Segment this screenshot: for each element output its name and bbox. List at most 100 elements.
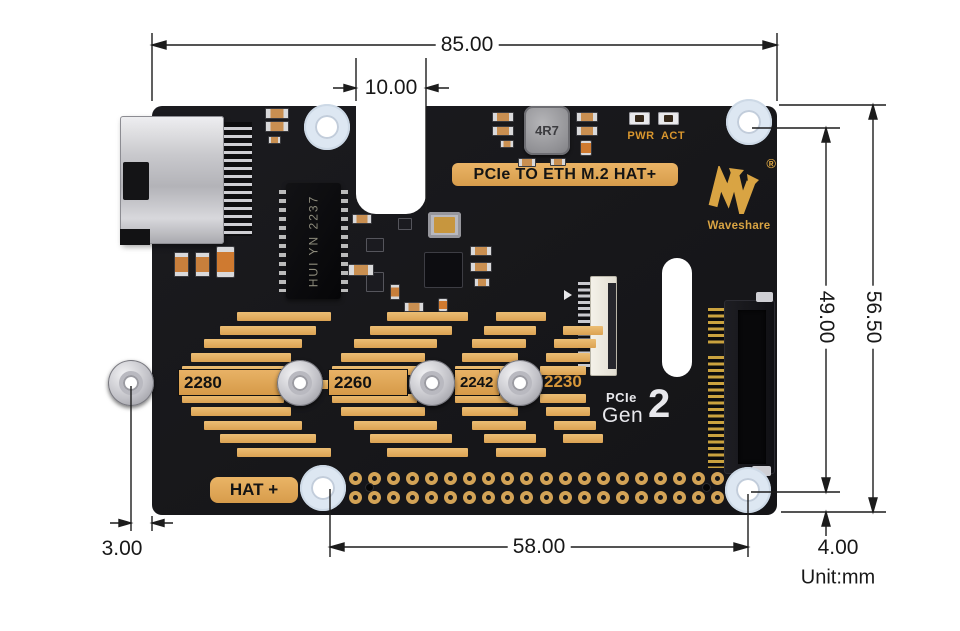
pwr-led-label: PWR — [627, 130, 655, 142]
m2-shield-tab-top — [756, 292, 773, 302]
m2-connector-slot — [738, 310, 766, 464]
gold-stripe — [204, 420, 302, 430]
pcb-board: HUI YN 2237 4R7 PWR ACT PCIe TO ETH M.2 … — [108, 92, 778, 515]
gpio-hole — [711, 471, 725, 485]
dim-label-height: 56.50 — [861, 285, 885, 349]
standoff-2242 — [409, 360, 455, 406]
smd-component — [474, 278, 490, 287]
mounting-hole-bottom-left — [300, 465, 346, 511]
board-oval-cutout — [662, 258, 692, 377]
gpio-hole — [405, 490, 419, 504]
dim-4 — [821, 509, 831, 538]
gpio-hole — [539, 471, 553, 485]
gold-stripe — [540, 366, 587, 376]
smd-component — [470, 246, 492, 256]
gold-stripe — [237, 448, 331, 457]
power-inductor: 4R7 — [524, 106, 570, 155]
gpio-hole — [520, 471, 534, 485]
ethernet-base-shadow — [120, 229, 150, 245]
gpio-hole — [615, 490, 629, 504]
pcie-gen2-logo: PCIe Gen 2 — [596, 382, 692, 442]
smd-component — [348, 264, 374, 276]
mounting-hole-top-right — [726, 99, 772, 145]
gold-stripe — [540, 393, 587, 403]
m2-connector-pins-upper — [708, 308, 724, 344]
gold-stripe — [545, 407, 590, 417]
gpio-hole — [635, 490, 648, 504]
gpio-hole — [635, 471, 648, 485]
smd-component — [216, 246, 235, 278]
gpio-hole — [367, 490, 381, 504]
smd-component — [492, 126, 514, 136]
gpio-hole — [405, 471, 419, 485]
gpio-hole — [348, 490, 362, 504]
standoff-label-2230: 2230 — [544, 372, 582, 391]
dim-label-hole-vertical: 49.00 — [814, 285, 838, 349]
gpio-hole — [463, 490, 477, 504]
mounting-hole-bottom-right — [725, 467, 771, 513]
gpio-hole — [596, 490, 610, 504]
gpio-hole — [654, 471, 668, 485]
gpio-hole — [711, 490, 725, 504]
gold-stripe — [563, 325, 604, 335]
smd-component — [576, 112, 598, 122]
gold-stripe — [354, 339, 437, 349]
m2-connector-pins-lower — [708, 356, 724, 468]
gpio-hole — [577, 490, 591, 504]
smd-component — [518, 158, 536, 167]
gold-stripe — [204, 339, 302, 349]
gpio-hole — [673, 471, 687, 485]
smd-component — [366, 272, 384, 292]
gold-stripe — [471, 339, 526, 349]
smd-component — [265, 121, 289, 132]
gold-stripe — [553, 420, 596, 430]
waveshare-logo: ® Waveshare — [700, 156, 778, 232]
waveshare-wordmark: Waveshare — [707, 220, 771, 232]
gold-stripe — [545, 352, 590, 362]
gpio-hole — [463, 471, 477, 485]
gpio-hole — [615, 471, 629, 485]
gold-stripe — [483, 325, 536, 335]
gpio-hole — [424, 490, 438, 504]
registered-mark: ® — [766, 156, 776, 171]
gold-stripe — [237, 312, 331, 321]
pwr-led — [629, 112, 650, 125]
gpio-hole — [424, 471, 438, 485]
alignment-hole — [702, 483, 711, 492]
standoff-2280 — [108, 360, 154, 406]
gold-stripe — [220, 325, 316, 335]
gpio-hole — [596, 471, 610, 485]
ic-pins-right — [341, 190, 348, 292]
gpio-hole — [520, 490, 534, 504]
waveshare-w-icon — [708, 166, 759, 214]
gold-stripe — [191, 407, 291, 417]
dim-label-hole-horizontal: 58.00 — [507, 535, 571, 559]
smd-component — [390, 284, 400, 300]
gpio-hole — [539, 490, 553, 504]
smd-component — [398, 218, 412, 230]
hat-plus-plate: HAT + — [210, 477, 298, 503]
gpio-hole — [501, 490, 515, 504]
ethernet-transformer-ic: HUI YN 2237 — [279, 183, 348, 299]
pcie-text: PCIe — [606, 390, 637, 405]
smd-component — [580, 140, 592, 156]
board-title-plate: PCIe TO ETH M.2 HAT+ — [452, 163, 678, 186]
smd-component — [470, 262, 492, 272]
gold-stripe — [455, 393, 513, 403]
gpio-hole — [444, 471, 457, 485]
smd-component — [404, 302, 424, 312]
gpio-hole — [501, 471, 515, 485]
smd-component — [265, 108, 289, 119]
smd-component — [500, 140, 514, 148]
gold-stripe — [354, 420, 437, 430]
gold-stripe — [220, 434, 316, 444]
gpio-hole — [482, 471, 496, 485]
gpio-hole — [577, 471, 591, 485]
gold-stripe — [461, 352, 518, 362]
gpio-hole — [348, 471, 362, 485]
gen-text: Gen — [602, 404, 644, 427]
dim-label-notch: 10.00 — [359, 76, 423, 100]
ethernet-latch-recess — [123, 162, 149, 200]
ic-pins-left — [279, 190, 286, 292]
